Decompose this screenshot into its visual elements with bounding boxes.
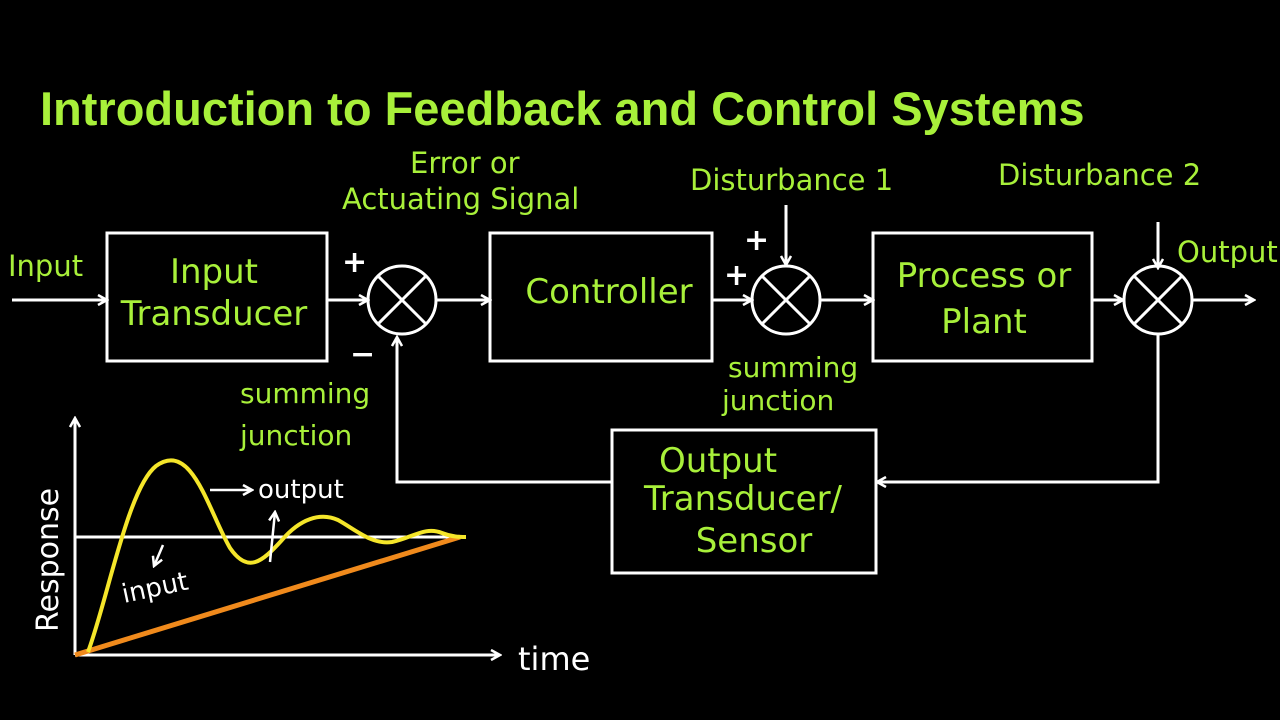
controller-block: [488, 231, 714, 363]
summing-junction-2-label-1: summing: [728, 351, 858, 384]
process-label-2: Plant: [941, 302, 1027, 342]
disturbance2-label: Disturbance 2: [998, 158, 1201, 192]
output-pointer-arrow: [270, 512, 275, 563]
input-transducer-label-1: Input: [170, 252, 258, 292]
output-transducer-label-1: Output: [659, 441, 777, 481]
junction-1-plus-sign: +: [342, 245, 367, 280]
junction-2-top-plus-sign: +: [744, 223, 769, 258]
summing-junction-2: [750, 264, 822, 336]
input-label-arrow: [154, 544, 165, 566]
page-title: Introduction to Feedback and Control Sys…: [40, 82, 1085, 135]
output-label: Output: [1177, 235, 1278, 269]
input-transducer-block: [105, 231, 329, 363]
error-label-2: Actuating Signal: [342, 182, 579, 216]
output-curve: [86, 458, 467, 653]
output-transducer-label-3: Sensor: [696, 521, 813, 561]
summing-junction-2-label-2: junction: [721, 384, 834, 417]
error-label-1: Error or: [410, 146, 520, 180]
signal-lines: [12, 205, 1254, 482]
junction-2-left-plus-sign: +: [724, 258, 749, 293]
summing-junction-1-label-1: summing: [240, 377, 370, 410]
controller-label: Controller: [525, 272, 692, 312]
disturbance1-label: Disturbance 1: [690, 163, 893, 197]
summing-junction-1: [366, 264, 438, 336]
response-graph: output input time Response: [31, 418, 590, 678]
graph-input-label: input: [119, 567, 191, 610]
process-block: [871, 231, 1094, 363]
output-transducer-label-2: Transducer/: [643, 479, 843, 519]
input-label: Input: [8, 249, 83, 283]
graph-x-label: time: [518, 640, 590, 678]
junction-1-minus-sign: −: [350, 337, 375, 372]
graph-output-label: output: [258, 475, 344, 505]
output-transducer-block: [610, 428, 878, 575]
summing-junction-3: [1122, 264, 1194, 336]
feedback-path-to-junction: [397, 337, 612, 484]
process-label-1: Process or: [897, 256, 1072, 296]
input-transducer-label-2: Transducer: [120, 294, 308, 334]
graph-y-label: Response: [31, 488, 66, 632]
feedback-path-to-sensor: [877, 335, 1160, 482]
summing-junction-1-label-2: junction: [239, 419, 352, 452]
input-curve: [74, 534, 461, 658]
